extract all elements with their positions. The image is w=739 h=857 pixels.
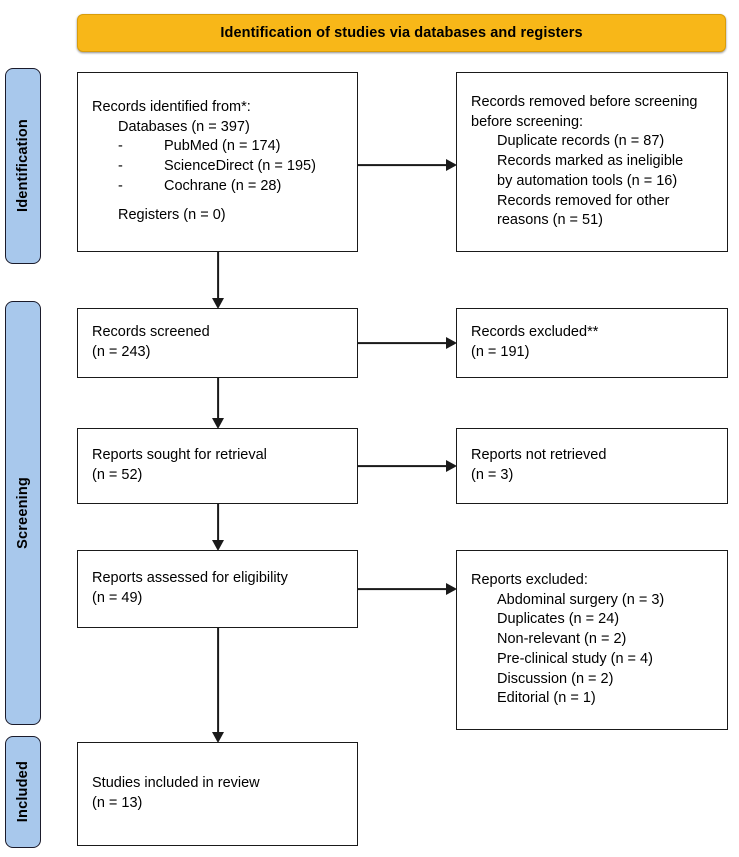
arrow-assessed-to-reports-excluded bbox=[358, 582, 457, 596]
line-database-pubmed-text: PubMed (n = 174) bbox=[164, 138, 281, 155]
line-database-cochrane-text: Cochrane (n = 28) bbox=[164, 177, 282, 194]
line-other-reasons-1: Records removed for other bbox=[497, 192, 670, 209]
line-reason-duplicates: Duplicates (n = 24) bbox=[497, 611, 620, 628]
line-databases-total: Databases (n = 397) bbox=[118, 118, 250, 135]
line-reports-not-retrieved-count: (n = 3) bbox=[471, 467, 514, 483]
line-studies-included-title: Studies included in review bbox=[92, 775, 260, 792]
stage-label-identification: Identification bbox=[5, 68, 41, 264]
box-records-excluded: Records excluded** (n = 191) bbox=[456, 308, 728, 378]
line-other-reasons-2: reasons (n = 51) bbox=[497, 212, 603, 229]
arrow-sought-to-assessed bbox=[211, 504, 225, 551]
box-records-removed: Records removed before screening before … bbox=[456, 72, 728, 252]
bullet-dash-icon: - bbox=[118, 177, 123, 194]
bullet-dash-icon: - bbox=[118, 138, 123, 155]
line-database-sciencedirect: - ScienceDirect (n = 195) bbox=[92, 157, 347, 177]
arrow-head-down-icon bbox=[212, 418, 224, 429]
arrow-head-down-icon bbox=[212, 540, 224, 551]
arrow-shaft bbox=[217, 378, 219, 419]
arrow-shaft bbox=[217, 252, 219, 299]
arrow-identified-to-removed bbox=[358, 158, 457, 172]
arrow-shaft bbox=[217, 504, 219, 541]
stage-label-included-text: Included bbox=[15, 761, 31, 823]
stage-label-screening: Screening bbox=[5, 301, 41, 725]
line-colon: : bbox=[579, 113, 584, 130]
box-studies-included: Studies included in review (n = 13) bbox=[77, 742, 358, 846]
line-reports-assessed-title: Reports assessed for eligibility bbox=[92, 570, 288, 587]
line-ineligible-1: Records marked as ineligible bbox=[497, 153, 684, 170]
arrow-shaft bbox=[358, 588, 447, 590]
line-records-screened-count: (n = 243) bbox=[92, 344, 151, 360]
box-reports-excluded: Reports excluded: Abdominal surgery (n =… bbox=[456, 550, 728, 730]
line-records-excluded-title: Records excluded** bbox=[471, 324, 599, 341]
arrow-sought-to-not-retrieved bbox=[358, 459, 457, 473]
line-records-removed-title-italic: before screening bbox=[589, 93, 698, 110]
line-ineligible-2: by automation tools (n = 16) bbox=[497, 172, 678, 189]
line-reports-sought-title: Reports sought for retrieval bbox=[92, 447, 267, 464]
line-registers: Registers (n = 0) bbox=[118, 207, 226, 224]
arrow-screened-to-sought bbox=[211, 378, 225, 429]
arrow-head-down-icon bbox=[212, 732, 224, 743]
bullet-dash-icon: - bbox=[118, 158, 123, 174]
line-reason-abdominal-surgery: Abdominal surgery (n = 3) bbox=[497, 591, 665, 608]
arrow-head-down-icon bbox=[212, 298, 224, 309]
arrow-shaft bbox=[358, 465, 447, 467]
line-reason-pre-clinical: Pre-clinical study (n = 4) bbox=[497, 650, 653, 667]
line-reports-assessed-count: (n = 49) bbox=[92, 590, 143, 606]
box-reports-assessed: Reports assessed for eligibility (n = 49… bbox=[77, 550, 358, 628]
line-database-sciencedirect-text: ScienceDirect (n = 195) bbox=[164, 158, 316, 174]
line-records-identified-title: Records identified from*: bbox=[92, 98, 251, 115]
arrow-shaft bbox=[358, 164, 447, 166]
line-studies-included-count: (n = 13) bbox=[92, 795, 143, 811]
line-reason-non-relevant: Non-relevant (n = 2) bbox=[497, 631, 627, 648]
line-reports-sought-count: (n = 52) bbox=[92, 467, 143, 483]
box-records-identified: Records identified from*: Databases (n =… bbox=[77, 72, 358, 252]
arrow-head-right-icon bbox=[446, 337, 457, 349]
line-records-excluded-count: (n = 191) bbox=[471, 344, 530, 360]
line-reason-editorial: Editorial (n = 1) bbox=[497, 690, 596, 707]
line-reports-excluded-title: Reports excluded: bbox=[471, 571, 588, 588]
box-records-screened: Records screened (n = 243) bbox=[77, 308, 358, 378]
line-database-cochrane: - Cochrane (n = 28) bbox=[92, 177, 347, 197]
line-records-removed-title: Records removed before screening bbox=[471, 93, 717, 113]
arrow-head-right-icon bbox=[446, 460, 457, 472]
arrow-shaft bbox=[358, 342, 447, 344]
arrow-head-right-icon bbox=[446, 583, 457, 595]
line-reports-not-retrieved-title: Reports not retrieved bbox=[471, 447, 607, 464]
line-reason-discussion: Discussion (n = 2) bbox=[497, 670, 614, 687]
box-reports-not-retrieved: Reports not retrieved (n = 3) bbox=[456, 428, 728, 504]
arrow-head-right-icon bbox=[446, 159, 457, 171]
line-screening-italic: before screening bbox=[471, 113, 580, 130]
line-spacer bbox=[92, 196, 347, 206]
arrow-assessed-to-included bbox=[211, 628, 225, 743]
arrow-screened-to-excluded bbox=[358, 336, 457, 350]
banner-label: Identification of studies via databases … bbox=[220, 25, 583, 41]
line-records-screened-title: Records screened bbox=[92, 324, 210, 341]
arrow-identified-to-screened bbox=[211, 252, 225, 309]
line-duplicate-records: Duplicate records (n = 87) bbox=[497, 133, 665, 150]
line-database-pubmed: - PubMed (n = 174) bbox=[92, 137, 347, 157]
line-records-removed-title-a: Records removed bbox=[471, 93, 590, 110]
arrow-shaft bbox=[217, 628, 219, 733]
stage-label-included: Included bbox=[5, 736, 41, 848]
box-reports-sought: Reports sought for retrieval (n = 52) bbox=[77, 428, 358, 504]
line-records-removed-title-cont: before screening: bbox=[471, 113, 717, 133]
stage-label-identification-text: Identification bbox=[15, 119, 31, 213]
stage-label-screening-text: Screening bbox=[15, 477, 31, 549]
diagram-banner-title: Identification of studies via databases … bbox=[77, 14, 726, 52]
